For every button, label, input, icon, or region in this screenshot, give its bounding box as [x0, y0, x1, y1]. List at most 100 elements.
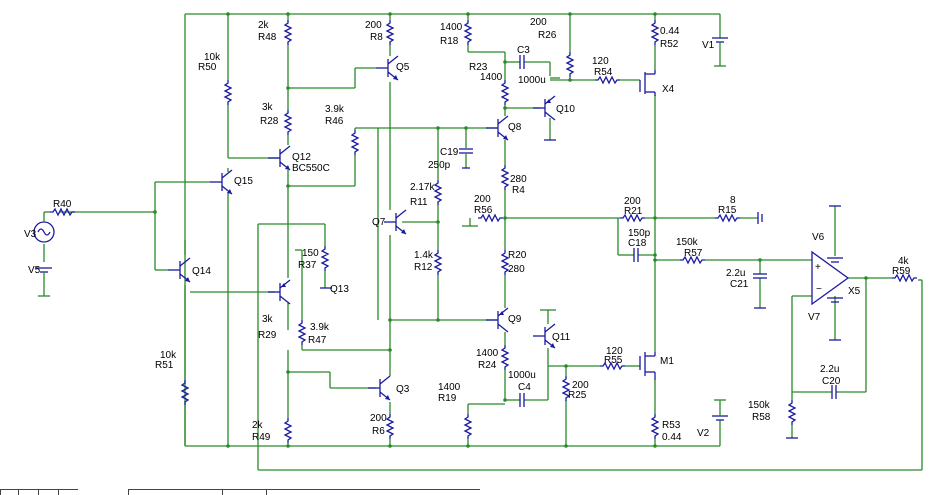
label-r6-ref: R6	[372, 426, 385, 437]
transistor-q3	[367, 375, 391, 401]
resistor-r6	[386, 413, 394, 440]
label-r57-value: 150k	[676, 237, 699, 248]
label-r29-value: 3k	[262, 314, 274, 325]
label-v5-ref: V5	[28, 265, 41, 276]
battery-v6	[826, 257, 844, 263]
label-q5-ref: Q5	[396, 62, 410, 73]
label-r4-ref: R4	[512, 185, 525, 196]
resistor-r19	[464, 413, 472, 440]
label-r8-ref: R8	[370, 32, 383, 43]
label-x4-ref: X4	[662, 84, 675, 95]
label-r21-ref: R21	[624, 206, 643, 217]
label-r55-value: 120	[606, 346, 623, 357]
label-r54-value: 120	[592, 56, 609, 67]
resistor-r8	[386, 19, 394, 46]
transistor-q9	[485, 307, 509, 333]
status-strip	[0, 489, 936, 495]
label-r52-ref: R52	[660, 39, 679, 50]
label-c20-value: 2.2u	[820, 364, 839, 375]
label-r53-ref: R53	[662, 420, 681, 431]
resistor-r47	[298, 319, 306, 346]
label-r18-value: 1400	[440, 22, 463, 33]
label-c4-ref: C4	[518, 382, 531, 393]
status-segment	[58, 489, 78, 495]
label-v6-ref: V6	[812, 232, 825, 243]
label-v1-ref: V1	[702, 40, 715, 51]
label-r12-value: 1.4k	[414, 250, 434, 261]
label-r50-ref: R50	[198, 62, 217, 73]
battery-v1	[711, 37, 729, 43]
label-x5-ref: X5	[848, 286, 861, 297]
resistor-r50	[224, 79, 232, 106]
svg-text:+: +	[815, 262, 821, 273]
status-segment	[222, 489, 266, 495]
label-c4-value: 1000u	[508, 370, 536, 381]
label-m1-ref: M1	[660, 356, 674, 367]
status-segment	[38, 489, 58, 495]
label-r11-ref: R11	[410, 197, 428, 208]
label-q11-ref: Q11	[552, 332, 571, 343]
label-r47-value: 3.9k	[310, 322, 330, 333]
label-r58-ref: R58	[752, 412, 771, 423]
label-r46-ref: R46	[325, 116, 344, 127]
resistor-r23	[501, 79, 509, 106]
label-r18-ref: R18	[440, 36, 459, 47]
transistor-q14	[167, 257, 191, 283]
label-r8-value: 200	[365, 20, 382, 31]
resistor-r11	[434, 179, 442, 206]
label-r4-value: 280	[510, 174, 527, 185]
label-r28-value: 3k	[262, 102, 274, 113]
label-r56-value: 200	[474, 194, 491, 205]
label-r52-value: 0.44	[660, 26, 680, 37]
capacitor-c19	[458, 148, 474, 154]
label-r54-ref: R54	[594, 67, 613, 78]
label-r53-value: 0.44	[662, 432, 682, 443]
label-r55-ref: R55	[604, 355, 623, 366]
capacitor-c20	[831, 384, 837, 400]
resistor-r37	[321, 245, 329, 272]
status-segment	[18, 489, 38, 495]
label-c3-ref: C3	[517, 45, 530, 56]
label-q8-ref: Q8	[508, 122, 522, 133]
label-q12-value: BC550C	[292, 163, 330, 174]
resistor-r18	[464, 19, 472, 46]
label-r24-ref: R24	[478, 360, 497, 371]
label-r20-ref: R20	[508, 250, 527, 261]
label-q12-ref: Q12	[292, 152, 311, 163]
label-q10-ref: Q10	[556, 104, 575, 115]
transistor-q12	[267, 145, 291, 171]
resistor-r24	[501, 344, 509, 371]
label-c20-ref: C20	[822, 376, 841, 387]
label-r56-ref: R56	[474, 205, 493, 216]
label-r46-value: 3.9k	[325, 104, 345, 115]
resistor-r26	[566, 51, 574, 78]
capacitor-c4	[519, 392, 525, 408]
components: + −	[33, 19, 918, 444]
label-q15-ref: Q15	[234, 176, 253, 187]
label-r19-value: 1400	[438, 382, 461, 393]
battery-v2	[711, 415, 729, 421]
transistor-q13	[267, 279, 291, 305]
label-c19-ref: C19	[440, 147, 459, 158]
label-r48-value: 2k	[258, 20, 270, 31]
label-c21-value: 2.2u	[726, 268, 745, 279]
svg-text:−: −	[816, 284, 822, 295]
resistor-r4	[501, 164, 509, 191]
label-c18-value: 150p	[628, 228, 651, 239]
label-r50-value: 10k	[204, 52, 221, 63]
status-segment	[0, 489, 18, 495]
label-r29-ref: R29	[258, 330, 277, 341]
label-r23-value: 1400	[480, 72, 503, 83]
label-r51-ref: R51	[155, 360, 174, 371]
ground-markers	[320, 139, 841, 439]
label-r49-value: 2k	[252, 420, 264, 431]
label-r59-ref: R59	[892, 266, 911, 277]
label-r12-ref: R12	[414, 262, 433, 273]
label-r6-value: 200	[370, 413, 387, 424]
label-r15-value: 8	[730, 195, 736, 206]
labels: 2k R48 10k R50 3k R28 3.9k R46 Q12 BC550…	[24, 17, 911, 443]
source-v3	[33, 212, 55, 243]
label-v7-ref: V7	[808, 312, 821, 323]
status-segment	[128, 489, 222, 495]
